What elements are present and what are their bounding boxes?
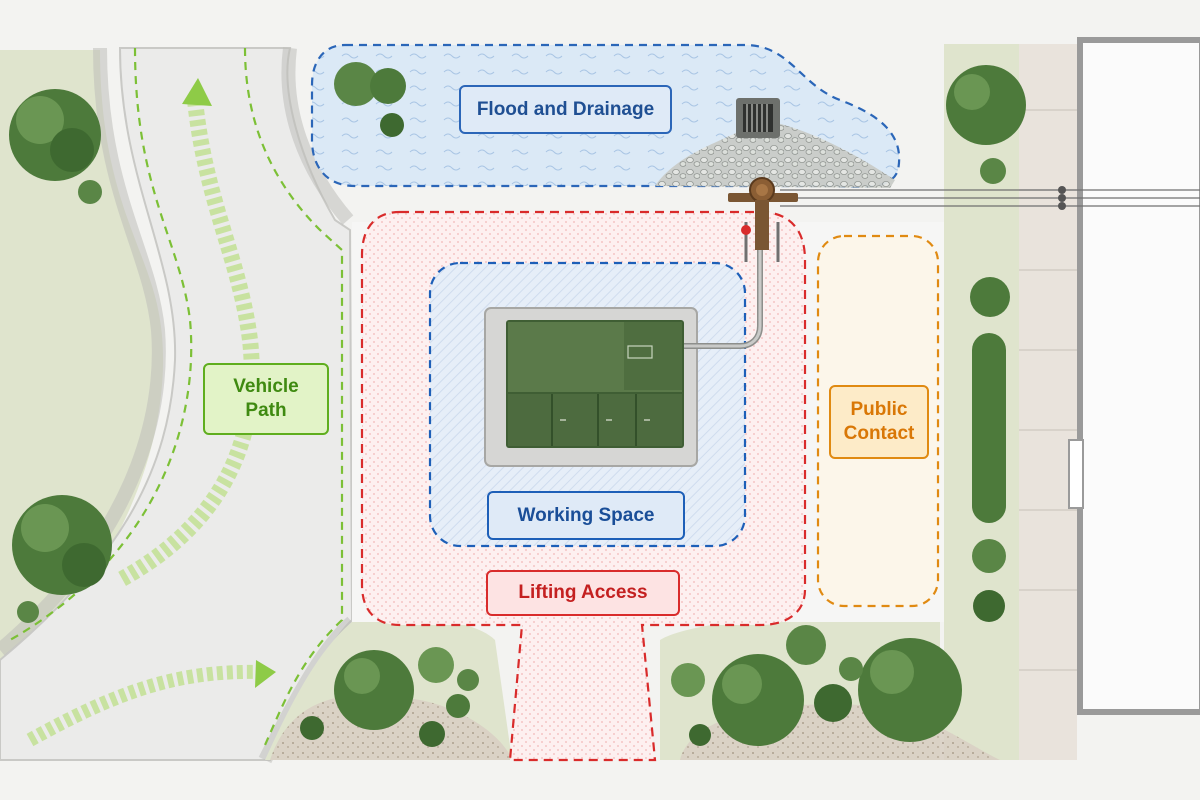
- tree-icon: [814, 684, 852, 722]
- lifting-access-label: Lifting Access: [486, 570, 680, 616]
- tree-icon: [712, 654, 804, 746]
- working-space-label: Working Space: [487, 491, 685, 540]
- utility-pole-icon: [728, 177, 1200, 262]
- building-door: [1068, 439, 1084, 509]
- storm-drain-icon: [736, 98, 780, 138]
- tree-icon: [839, 657, 863, 681]
- tree-icon: [78, 180, 102, 204]
- tree-icon: [300, 716, 324, 740]
- arrow-head-icon: [182, 78, 212, 106]
- vehicle-path-boundary: [9, 47, 193, 641]
- tree-icon: [972, 539, 1006, 573]
- tree-icon: [446, 694, 470, 718]
- tree-icon: [457, 669, 479, 691]
- tree-icon: [980, 158, 1006, 184]
- tree-icon: [671, 663, 705, 697]
- vehicle-path-arrow: [116, 99, 260, 588]
- tree-icon: [973, 590, 1005, 622]
- hedge: [972, 333, 1006, 523]
- tree-icon: [946, 65, 1026, 145]
- tree-icon: [12, 495, 112, 595]
- public-contact-label: Public Contact: [829, 385, 929, 459]
- tree-icon: [9, 89, 101, 181]
- building: [1077, 37, 1200, 715]
- rock-swale: [655, 120, 895, 188]
- tree-icon: [970, 277, 1010, 317]
- conduit-icon: [684, 225, 762, 348]
- tree-icon: [380, 113, 404, 137]
- vehicle-path-arrow: [26, 664, 263, 747]
- tree-icon: [689, 724, 711, 746]
- road-curb: [281, 47, 354, 225]
- arrow-head-icon: [255, 660, 276, 688]
- vehicle-path-boundary: [243, 47, 344, 746]
- flood-and-drainage-label: Flood and Drainage: [459, 85, 672, 134]
- tree-icon: [419, 721, 445, 747]
- tree-icon: [334, 62, 406, 106]
- tree-icon: [786, 625, 826, 665]
- tree-icon: [334, 650, 414, 730]
- vehicle-path-label: Vehicle Path: [203, 363, 329, 435]
- pad-mounted-transformer-icon: [506, 320, 684, 448]
- tree-icon: [418, 647, 454, 683]
- tree-icon: [858, 638, 962, 742]
- tree-icon: [17, 601, 39, 623]
- sidewalk: [1019, 44, 1077, 760]
